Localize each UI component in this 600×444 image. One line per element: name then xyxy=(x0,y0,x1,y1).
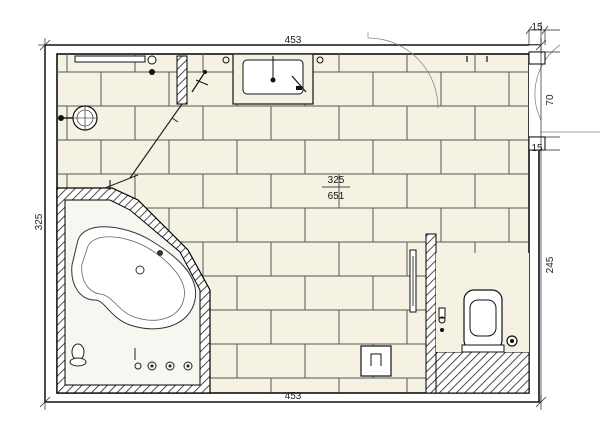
floor-drain-icon xyxy=(360,345,392,377)
dimension-right-mid-segment: 15 xyxy=(531,143,543,154)
dimension-right-top-segment: 15 xyxy=(531,22,543,33)
radiator-icon xyxy=(409,249,446,332)
bathtub-area xyxy=(56,174,211,394)
dimension-top: 453 xyxy=(285,35,302,46)
area-label-bottom: 651 xyxy=(328,191,345,202)
wall-hooks xyxy=(466,56,488,62)
dimension-right-door: 70 xyxy=(545,94,556,106)
toilet-icon xyxy=(461,289,505,353)
dimension-right-lower: 245 xyxy=(545,256,556,273)
area-label: 325 651 xyxy=(322,175,350,202)
faucet-icon xyxy=(134,348,193,371)
shower-head-icon xyxy=(69,343,87,367)
dimension-lines xyxy=(38,22,560,410)
dimension-bottom: 453 xyxy=(285,391,302,402)
area-label-top: 325 xyxy=(328,175,345,186)
sink-icon xyxy=(222,53,324,105)
dimension-left: 325 xyxy=(34,213,45,230)
shower-head-icon xyxy=(58,105,98,131)
towel-rail xyxy=(74,55,209,93)
shower-partition xyxy=(129,55,188,179)
bathtub-icon xyxy=(71,226,197,330)
toilet-area xyxy=(409,233,530,394)
